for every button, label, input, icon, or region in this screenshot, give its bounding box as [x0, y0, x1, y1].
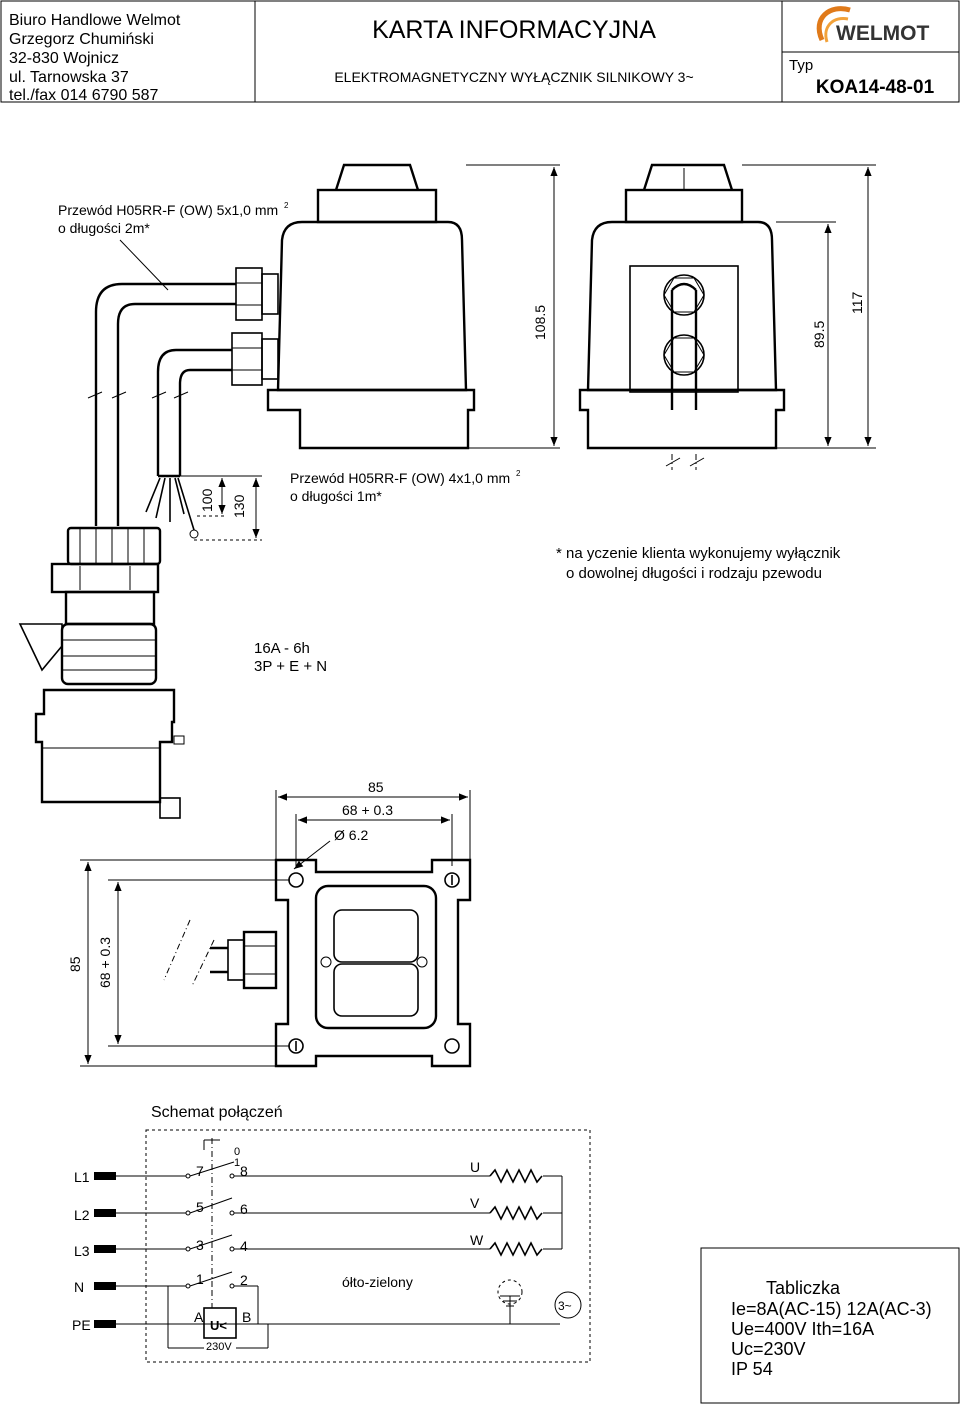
- svg-text:V: V: [470, 1195, 480, 1211]
- plug-16a: 16A - 6h 3P + E + N: [18, 526, 327, 819]
- logo-text: WELMOT: [836, 22, 929, 45]
- dim-hole: Ø 6.2: [334, 827, 368, 843]
- terminal-pe-label: PE: [72, 1317, 91, 1333]
- cable-mid-label: Przewód H05RR-F (OW) 4x1,0 mm 2 o długoś…: [290, 469, 521, 504]
- dim-117: 117: [849, 291, 865, 314]
- svg-text:3: 3: [196, 1237, 204, 1253]
- dim-depth-68: 68 + 0.3: [97, 937, 113, 988]
- svg-text:2: 2: [240, 1272, 248, 1288]
- svg-text:W: W: [470, 1232, 484, 1248]
- terminal-l3: [94, 1245, 116, 1253]
- dim-width-85: 85: [368, 779, 384, 795]
- motor-label: 3~: [558, 1299, 572, 1313]
- note-line2: o dowolnej długości i rodzaju pzewodu: [566, 565, 822, 582]
- svg-text:8: 8: [240, 1163, 248, 1179]
- terminal-n: [94, 1282, 116, 1290]
- cable-mid-line1: Przewód H05RR-F (OW) 4x1,0 mm: [290, 470, 510, 486]
- svg-text:1: 1: [234, 1157, 240, 1169]
- company-line: 32-830 Wojnicz: [9, 50, 119, 67]
- rating-row: Uc=230V: [731, 1339, 806, 1359]
- terminal-l1: [94, 1172, 116, 1180]
- cable-mid: [145, 348, 262, 541]
- terminal-n-label: N: [74, 1279, 84, 1295]
- motor-winding-icon: [489, 1168, 563, 1257]
- company-line: Biuro Handlowe Welmot: [9, 12, 181, 29]
- svg-text:6: 6: [240, 1201, 248, 1217]
- svg-text:U<: U<: [210, 1318, 227, 1333]
- note-line1: * na yczenie klienta wykonujemy wyłączni…: [556, 545, 841, 562]
- motor-icon: [554, 1291, 582, 1319]
- cable-top: [87, 282, 236, 526]
- switch-bottom-view: 85 68 + 0.3 Ø 6.2 85: [67, 779, 472, 1068]
- cable-top-line2: o długości 2m*: [58, 220, 150, 236]
- dim-130: 130: [231, 494, 247, 518]
- svg-text:0: 0: [234, 1146, 240, 1158]
- dim-89-5: 89.5: [811, 321, 827, 348]
- ground-icon: [497, 1279, 523, 1324]
- rating-row: IP 54: [731, 1359, 773, 1379]
- svg-text:U: U: [470, 1159, 480, 1175]
- sheet-title: KARTA INFORMACYJNA: [372, 16, 656, 44]
- wiring-schematic: Schemat połączeń L1 L2 L3 N PE: [72, 1104, 591, 1363]
- dims-cable-end: 100 130: [199, 478, 260, 538]
- sheet-subtitle: ELEKTROMAGNETYCZNY WYŁĄCZNIK SILNIKOWY 3…: [334, 69, 693, 85]
- type-label: Typ: [789, 57, 813, 74]
- undervoltage-coil: [203, 1307, 237, 1339]
- dim-width-68: 68 + 0.3: [342, 802, 393, 818]
- svg-text:7: 7: [196, 1163, 204, 1179]
- dim-100: 100: [199, 488, 215, 512]
- rating-row: Ie=8A(AC-15) 12A(AC-3): [731, 1299, 932, 1319]
- rating-title: Tabliczka: [766, 1278, 841, 1298]
- plug-rating-line2: 3P + E + N: [254, 658, 327, 675]
- plug-rating-line1: 16A - 6h: [254, 640, 310, 657]
- terminal-l3-label: L3: [74, 1243, 90, 1259]
- type-value: KOA14-48-01: [816, 77, 935, 98]
- switch-front-view: [578, 163, 786, 470]
- schematic-title: Schemat połączeń: [151, 1104, 283, 1121]
- welmot-logo: WELMOT: [816, 6, 929, 45]
- svg-text:2: 2: [516, 469, 521, 478]
- terminal-l2-label: L2: [74, 1207, 90, 1223]
- svg-text:2: 2: [284, 201, 289, 210]
- cable-top-label: Przewód H05RR-F (OW) 5x1,0 mm 2 o długoś…: [58, 201, 289, 291]
- rating-row: Ue=400V Ith=16A: [731, 1319, 874, 1339]
- terminal-pe: [94, 1320, 116, 1328]
- custom-order-note: * na yczenie klienta wykonujemy wyłączni…: [556, 545, 841, 582]
- logo-swoosh-icon: [816, 6, 851, 42]
- header: Biuro Handlowe Welmot Grzegorz Chumiński…: [0, 0, 960, 104]
- dim-108-5: 108.5: [532, 305, 548, 340]
- svg-text:4: 4: [240, 1238, 248, 1254]
- cable-mid-line2: o długości 1m*: [290, 488, 382, 504]
- switch-side-view: [231, 163, 476, 450]
- svg-text:1: 1: [196, 1271, 204, 1287]
- terminal-l2: [94, 1209, 116, 1217]
- company-line: ul. Tarnowska 37: [9, 69, 129, 86]
- terminal-l1-label: L1: [74, 1169, 90, 1185]
- cable-top-line1: Przewód H05RR-F (OW) 5x1,0 mm: [58, 202, 278, 218]
- dims-height: 108.5 89.5 117: [466, 164, 876, 449]
- pe-wire-label: ółto-zielony: [342, 1274, 413, 1290]
- rating-plate: Tabliczka Ie=8A(AC-15) 12A(AC-3) Ue=400V…: [700, 1247, 960, 1404]
- svg-text:5: 5: [196, 1199, 204, 1215]
- svg-text:230V: 230V: [206, 1341, 232, 1353]
- svg-text:A: A: [194, 1309, 204, 1325]
- company-line: tel./fax 014 6790 587: [9, 87, 159, 104]
- company-line: Grzegorz Chumiński: [9, 31, 154, 48]
- dim-depth-85: 85: [67, 956, 83, 972]
- svg-text:B: B: [242, 1309, 251, 1325]
